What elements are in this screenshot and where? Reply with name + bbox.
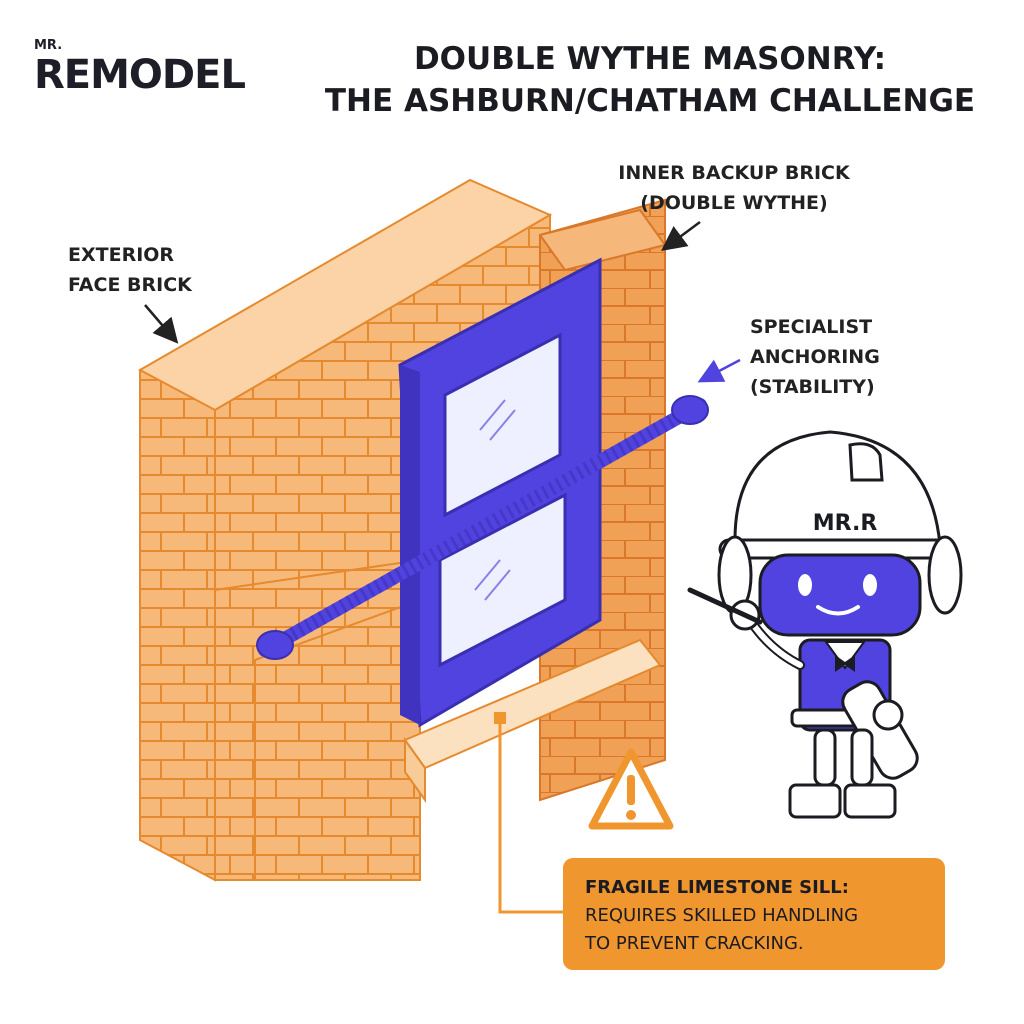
label-inner-backup-brick: INNER BACKUP BRICK (DOUBLE WYTHE) [604,158,864,218]
label-inner-line-2: (DOUBLE WYTHE) [640,192,828,214]
anchor-nut-right [671,395,709,425]
limestone-sill-front [404,736,426,804]
title-line-1: DOUBLE WYTHE MASONRY: [413,41,887,77]
label-anchor-line-1: SPECIALIST [750,316,873,338]
lower-wall-front [254,598,421,881]
page-title: DOUBLE WYTHE MASONRY: THE ASHBURN/CHATHA… [300,38,1000,122]
sill-leader [498,722,565,914]
label-specialist-anchoring: SPECIALIST ANCHORING (STABILITY) [750,312,880,402]
anchor-nut-left [256,630,294,660]
window-frame-side [400,365,420,725]
label-anchor-line-3: (STABILITY) [750,376,875,398]
label-anchor-line-2: ANCHORING [750,346,880,368]
warning-icon [588,748,674,830]
label-exterior-line-1: EXTERIOR [68,244,175,266]
exterior-arrow [144,304,179,344]
mascot-helmet-text: MR.R [813,511,878,536]
brand-logo-name: REMODEL [34,52,246,98]
label-inner-line-1: INNER BACKUP BRICK [618,162,850,184]
label-exterior-face-brick: EXTERIOR FACE BRICK [68,240,192,300]
callout-line-2: TO PREVENT CRACKING. [585,933,804,954]
mascot-robot [687,430,963,819]
sill-callout: FRAGILE LIMESTONE SILL: REQUIRES SKILLED… [563,858,945,970]
brand-logo-small: MR. [34,38,63,53]
brand-logo: MR. REMODEL [34,38,274,98]
label-exterior-line-2: FACE BRICK [68,274,192,296]
exterior-side-face [139,328,216,882]
inner-arrow [660,220,701,251]
callout-heading: FRAGILE LIMESTONE SILL: [585,877,849,898]
title-line-2: THE ASHBURN/CHATHAM CHALLENGE [324,83,976,119]
anchoring-arrow [697,358,741,383]
callout-line-1: REQUIRES SKILLED HANDLING [585,905,859,926]
